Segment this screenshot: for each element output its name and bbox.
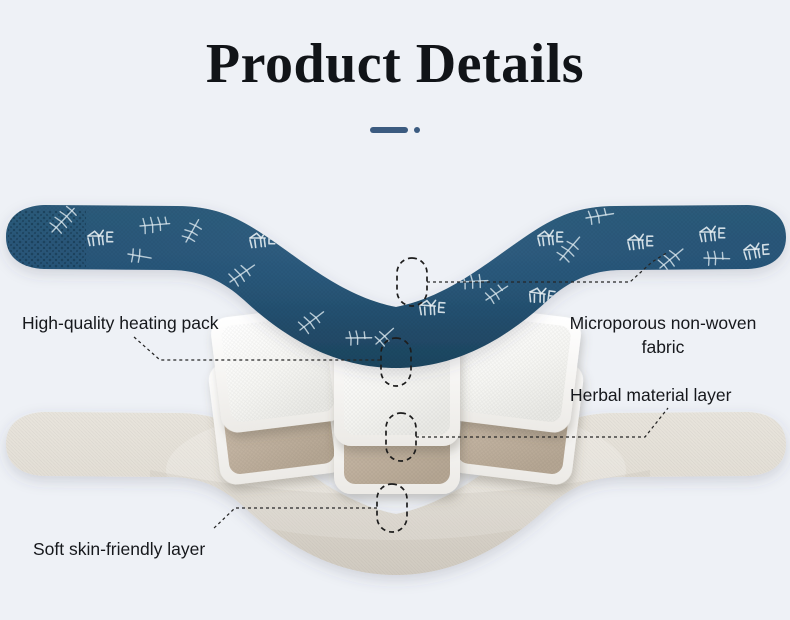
leader-soft-layer: [211, 507, 377, 531]
callout-soft-layer: Soft skin-friendly layer: [33, 539, 206, 559]
marker-outer-shell: [396, 257, 428, 307]
page-header: Product Details: [0, 0, 790, 160]
connector-markers: [376, 257, 428, 533]
marker-heating-pack: [380, 337, 412, 387]
title-divider: [0, 124, 790, 136]
callout-microporous-fabric: Microporous non-woven fabric: [569, 313, 757, 358]
leader-heating-pack: [133, 336, 381, 361]
divider-bar: [370, 127, 408, 133]
divider-dot: [414, 127, 420, 133]
leader-herbal: [416, 407, 669, 438]
velcro-patch: [8, 210, 86, 268]
leader-microporous: [427, 251, 669, 283]
page-title: Product Details: [205, 33, 585, 95]
callout-heating-pack: High-quality heating pack: [22, 313, 219, 333]
leader-lines: [133, 251, 669, 531]
callout-herbal-layer: Herbal material layer: [570, 385, 732, 405]
marker-herbal-layer: [385, 412, 417, 462]
marker-soft-layer: [376, 483, 408, 533]
